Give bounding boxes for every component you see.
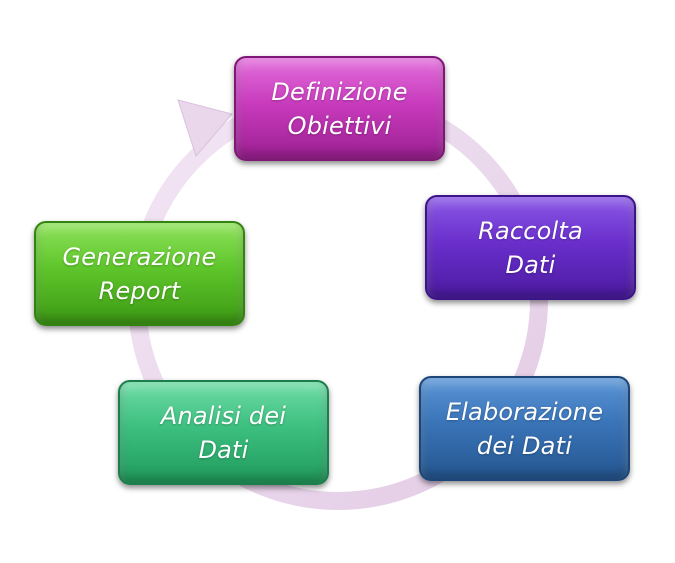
step-definizione-obiettivi[interactable]: Definizione Obiettivi bbox=[234, 56, 445, 161]
cycle-arrowhead bbox=[177, 99, 233, 158]
step-generazione-report[interactable]: Generazione Report bbox=[34, 221, 245, 326]
step-elaborazione-dei-dati[interactable]: Elaborazione dei Dati bbox=[419, 376, 630, 481]
step-analisi-dei-dati[interactable]: Analisi dei Dati bbox=[118, 380, 329, 485]
step-label: Definizione Obiettivi bbox=[271, 77, 408, 140]
step-label: Elaborazione dei Dati bbox=[445, 397, 604, 460]
step-raccolta-dati[interactable]: Raccolta Dati bbox=[425, 195, 636, 300]
step-label: Raccolta Dati bbox=[478, 216, 583, 279]
step-label: Analisi dei Dati bbox=[160, 401, 287, 464]
step-label: Generazione Report bbox=[62, 242, 217, 305]
